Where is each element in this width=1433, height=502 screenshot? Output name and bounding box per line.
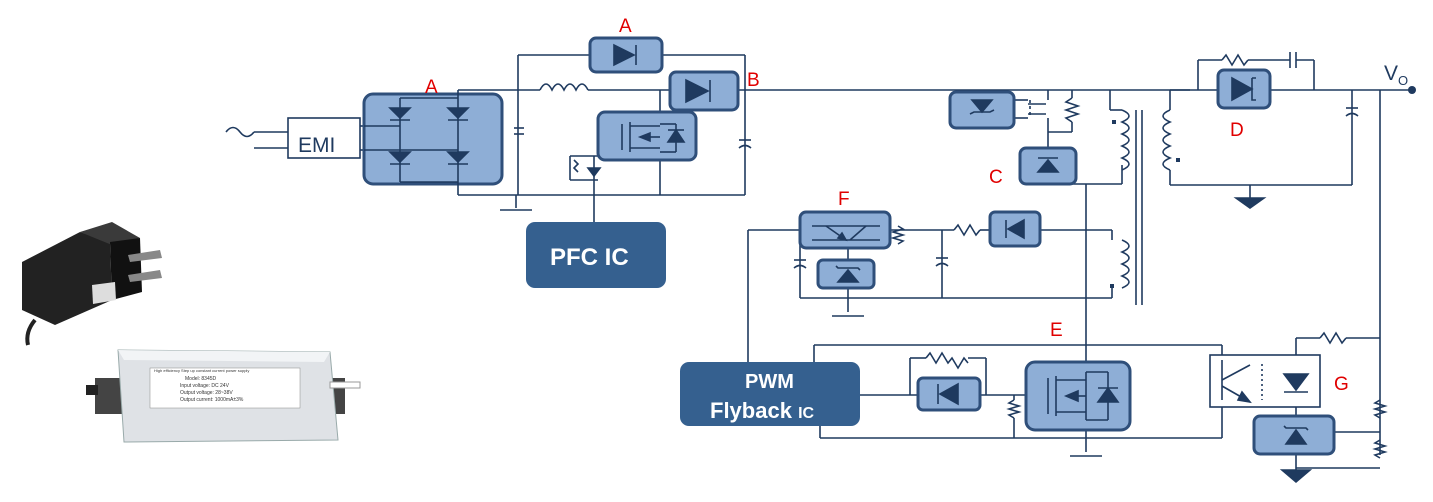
pfc-wiring: [457, 54, 1190, 222]
flyback-transformer: [1110, 109, 1180, 305]
pwm-ic-label-line2: Flyback IC: [710, 398, 815, 423]
label-d: D: [1230, 120, 1244, 141]
emi-filter-box: [287, 117, 361, 159]
optocoupler-icon: [1221, 360, 1310, 404]
clamp-diode-icon: [1036, 158, 1060, 173]
aux-diode-icon: [1006, 218, 1025, 240]
driver-label-line4: Output voltage: 28~38V: [180, 390, 233, 396]
emi-label: EMI: [298, 134, 335, 157]
label-a-bypass: A: [619, 16, 632, 37]
driver-label-line3: Input voltage: DC 24V: [180, 383, 230, 389]
driver-label-line1: High efficiency Step up constant current…: [154, 368, 249, 373]
bridge-rectifier-block: [362, 92, 504, 186]
pfc-inductor: [539, 83, 589, 92]
pwm-ic-label-line1: PWM: [745, 371, 794, 393]
clamp-tvs-icon: [970, 99, 994, 114]
label-g: G: [1334, 374, 1349, 395]
feedback-wiring: [1279, 331, 1388, 484]
wall-adapter-image: [22, 222, 162, 346]
pfc-ic-label: PFC IC: [550, 244, 629, 271]
label-f: F: [838, 189, 850, 210]
secondary-wiring: [1169, 52, 1416, 455]
label-c: C: [989, 167, 1003, 188]
output-rectifier-icon: [1231, 76, 1254, 102]
ac-input-symbol: [225, 126, 288, 149]
startup-transistor-block: [798, 210, 892, 250]
label-e: E: [1050, 320, 1063, 341]
bypass-diode-icon: [613, 43, 636, 67]
driver-label-line2: Model: 8345D: [185, 376, 217, 382]
boost-diode-icon: [685, 78, 710, 104]
pwm-flyback-ic-block: [680, 362, 860, 426]
driver-label-line5: Output current: 1000mA±3%: [180, 397, 244, 403]
bridge-diodes: [364, 97, 470, 183]
shunt-regulator-icon: [1284, 428, 1308, 445]
gate-diode-icon: [938, 382, 959, 406]
pfc-mosfet-icon: [621, 122, 686, 153]
pwm-wiring: [813, 344, 1223, 457]
startup-transistor-icon: [812, 225, 880, 242]
led-driver-image: High efficiency Step up constant current…: [86, 349, 361, 443]
label-a-bridge: A: [425, 77, 438, 98]
vo-label: VO: [1384, 62, 1408, 88]
pfc-ic-block: [526, 222, 666, 288]
zener-icon: [836, 268, 860, 283]
flyback-mosfet-icon: [1047, 371, 1120, 421]
label-b: B: [747, 70, 760, 91]
